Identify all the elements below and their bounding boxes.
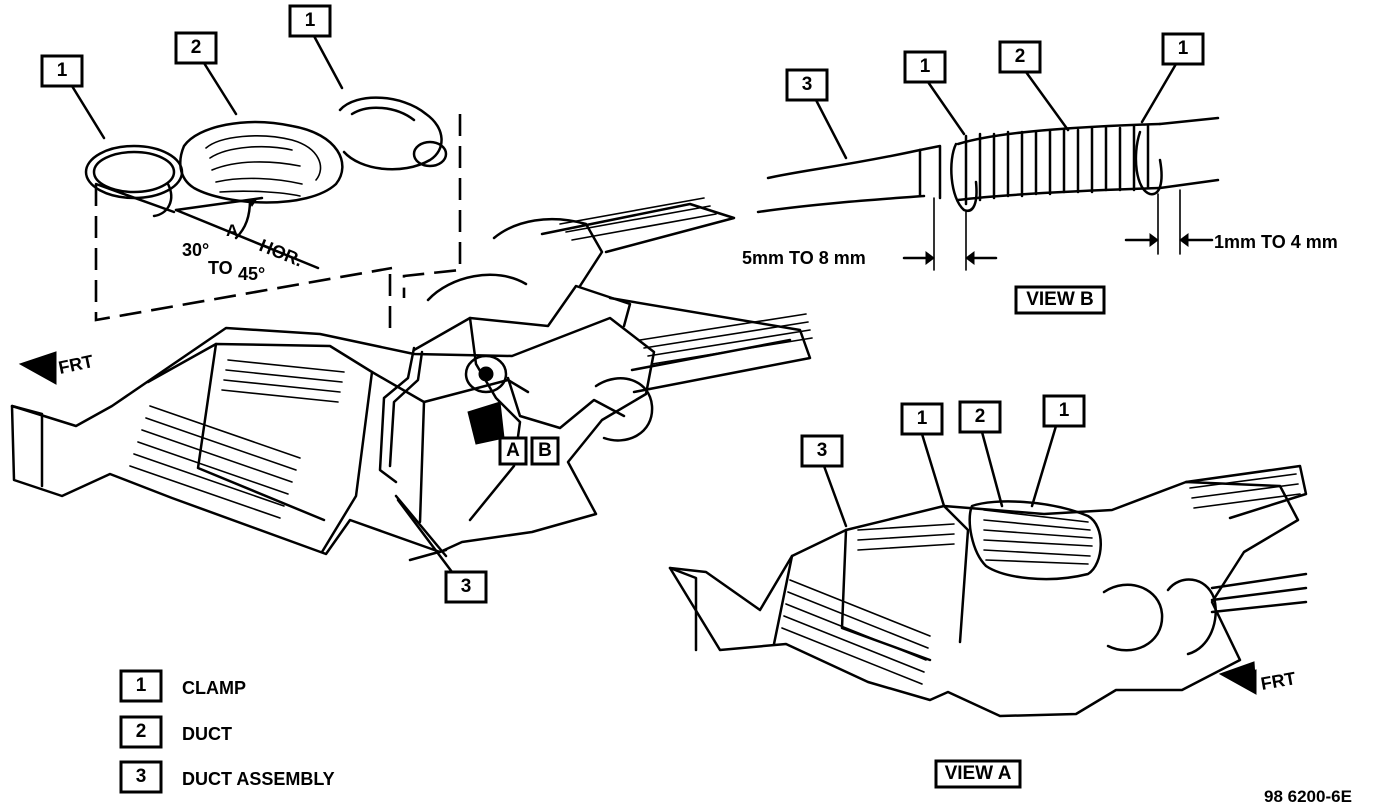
angle-lower-label: 30° bbox=[182, 240, 209, 260]
front-label-right: FRT bbox=[1259, 668, 1297, 694]
view-a-title-text: VIEW A bbox=[945, 763, 1012, 784]
view-b bbox=[756, 116, 1220, 271]
callout-view-a-assembly: 3 bbox=[800, 434, 848, 528]
legend-label-clamp: CLAMP bbox=[182, 678, 246, 698]
callout-number: 1 bbox=[1178, 38, 1189, 59]
legend-item-duct: 2 DUCT bbox=[119, 715, 232, 749]
main-vents bbox=[129, 197, 813, 519]
callout-view-a-duct: 2 bbox=[958, 400, 1004, 508]
dimension-left-label: 5mm TO 8 mm bbox=[742, 248, 866, 268]
legend-number-clamp: 1 bbox=[136, 675, 147, 696]
callout-number: 3 bbox=[461, 576, 472, 597]
dimension-right-label: 1mm TO 4 mm bbox=[1214, 232, 1338, 252]
view-b-duct bbox=[964, 124, 1150, 206]
callout-view-b-left-clamp: 1 bbox=[903, 50, 966, 136]
view-a-vents bbox=[781, 473, 1301, 685]
angle-upper-label: 45° bbox=[238, 264, 265, 284]
view-markers: A B bbox=[498, 436, 560, 466]
callout-number: 1 bbox=[917, 408, 928, 429]
legend-label-duct-assembly: DUCT ASSEMBLY bbox=[182, 769, 335, 789]
callout-top-duct: 2 bbox=[174, 31, 238, 116]
front-label-left: FRT bbox=[57, 351, 95, 378]
inset-clamp-left bbox=[84, 144, 184, 218]
legend: 1 CLAMP 2 DUCT 3 DUCT ASSEMBLY bbox=[119, 669, 335, 794]
callout-number: 2 bbox=[1015, 46, 1026, 67]
callout-view-b-assembly: 3 bbox=[785, 68, 848, 160]
inset-angle-lines bbox=[94, 182, 320, 270]
callout-number: 1 bbox=[920, 56, 931, 77]
callout-number: 1 bbox=[305, 10, 316, 31]
view-marker-a: A bbox=[506, 440, 520, 461]
legend-number-duct: 2 bbox=[136, 721, 147, 742]
callout-number: 1 bbox=[57, 60, 68, 81]
top-inset: A 30° TO 45° HOR. bbox=[84, 96, 462, 338]
callout-top-left-clamp: 1 bbox=[40, 54, 106, 140]
callout-number: 3 bbox=[802, 74, 813, 95]
view-marker-b: B bbox=[538, 440, 552, 461]
inset-clamp-right bbox=[338, 96, 448, 171]
callout-view-b-right-clamp: 1 bbox=[1140, 32, 1205, 124]
legend-label-duct: DUCT bbox=[182, 724, 232, 744]
callout-number: 1 bbox=[1059, 400, 1070, 421]
callout-view-a-right-clamp: 1 bbox=[1030, 394, 1086, 508]
view-b-title-text: VIEW B bbox=[1026, 289, 1094, 310]
callout-main-assembly: 3 bbox=[396, 498, 488, 604]
main-clamp-area bbox=[378, 346, 508, 484]
legend-item-clamp: 1 CLAMP bbox=[119, 669, 246, 703]
callout-number: 2 bbox=[191, 37, 202, 58]
callout-number: 3 bbox=[817, 440, 828, 461]
callout-number: 2 bbox=[975, 406, 986, 427]
callout-view-b-duct: 2 bbox=[998, 40, 1070, 132]
view-a bbox=[668, 464, 1308, 718]
inset-duct bbox=[179, 120, 344, 204]
legend-item-duct-assembly: 3 DUCT ASSEMBLY bbox=[119, 760, 335, 794]
front-arrow-left: FRT bbox=[57, 351, 95, 378]
view-b-title: VIEW B bbox=[1014, 285, 1106, 315]
view-a-title: VIEW A bbox=[934, 759, 1022, 789]
callout-view-a-left-clamp: 1 bbox=[900, 402, 946, 508]
callout-top-right-clamp: 1 bbox=[288, 4, 344, 90]
angle-to-label: TO bbox=[208, 258, 233, 278]
figure-code: 98 6200-6E bbox=[1264, 787, 1352, 806]
angle-symbol: A bbox=[226, 221, 238, 240]
legend-number-duct-assembly: 3 bbox=[136, 766, 147, 787]
main-engine-assembly bbox=[10, 197, 813, 562]
